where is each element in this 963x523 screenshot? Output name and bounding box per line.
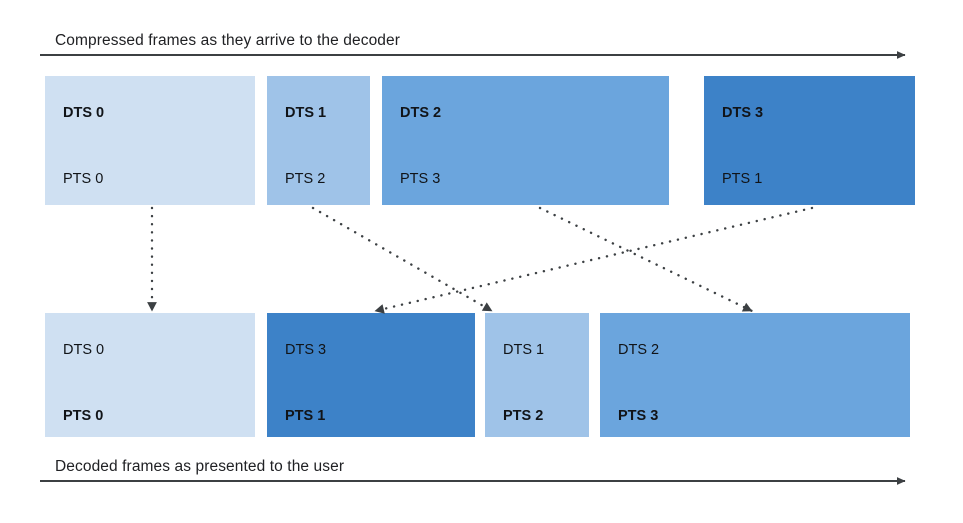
decoded-frame-0-dts-label: DTS 0 (63, 342, 105, 358)
decoded-frame-3-pts-label: PTS 3 (618, 408, 659, 424)
compressed-frame-0-pts-label: PTS 0 (63, 171, 104, 187)
decoded-frame-0-pts-label: PTS 0 (63, 408, 104, 424)
decoded-frame-2-dts-label: DTS 1 (503, 342, 545, 358)
compressed-frame-1-dts-label: DTS 1 (285, 105, 327, 121)
dts1-to-pts2-connector (311, 206, 494, 313)
bottom-axis-caption: Decoded frames as presented to the user (55, 458, 345, 475)
top-axis-caption: Compressed frames as they arrive to the … (55, 32, 400, 49)
decoded-frame-1[interactable]: DTS 3 PTS 1 (267, 313, 475, 437)
compressed-frame-1-pts-label: PTS 2 (285, 171, 326, 187)
compressed-frame-1[interactable]: DTS 1 PTS 2 (267, 76, 370, 205)
compressed-frame-2[interactable]: DTS 2 PTS 3 (382, 76, 669, 205)
compressed-frame-0-dts-label: DTS 0 (63, 105, 105, 121)
compressed-frame-2-dts-label: DTS 2 (400, 105, 442, 121)
decoded-frame-1-dts-label: DTS 3 (285, 342, 327, 358)
decoded-frame-3[interactable]: DTS 2 PTS 3 (600, 313, 910, 437)
compressed-frame-3[interactable]: DTS 3 PTS 1 (704, 76, 915, 205)
compressed-frame-3-pts-label: PTS 1 (722, 171, 763, 187)
decoded-frame-0[interactable]: DTS 0 PTS 0 (45, 313, 255, 437)
connector-lines-group (147, 206, 814, 314)
compressed-frame-0[interactable]: DTS 0 PTS 0 (45, 76, 255, 205)
compressed-frame-3-dts-label: DTS 3 (722, 105, 764, 121)
dts2-to-pts3-connector (538, 206, 754, 313)
decoded-frame-1-pts-label: PTS 1 (285, 408, 326, 424)
compressed-frame-2-pts-label: PTS 3 (400, 171, 441, 187)
decoded-frame-2-pts-label: PTS 2 (503, 408, 544, 424)
dts3-to-pts1-connector (373, 206, 814, 314)
decoded-frame-3-dts-label: DTS 2 (618, 342, 660, 358)
decoded-frame-2[interactable]: DTS 1 PTS 2 (485, 313, 589, 437)
